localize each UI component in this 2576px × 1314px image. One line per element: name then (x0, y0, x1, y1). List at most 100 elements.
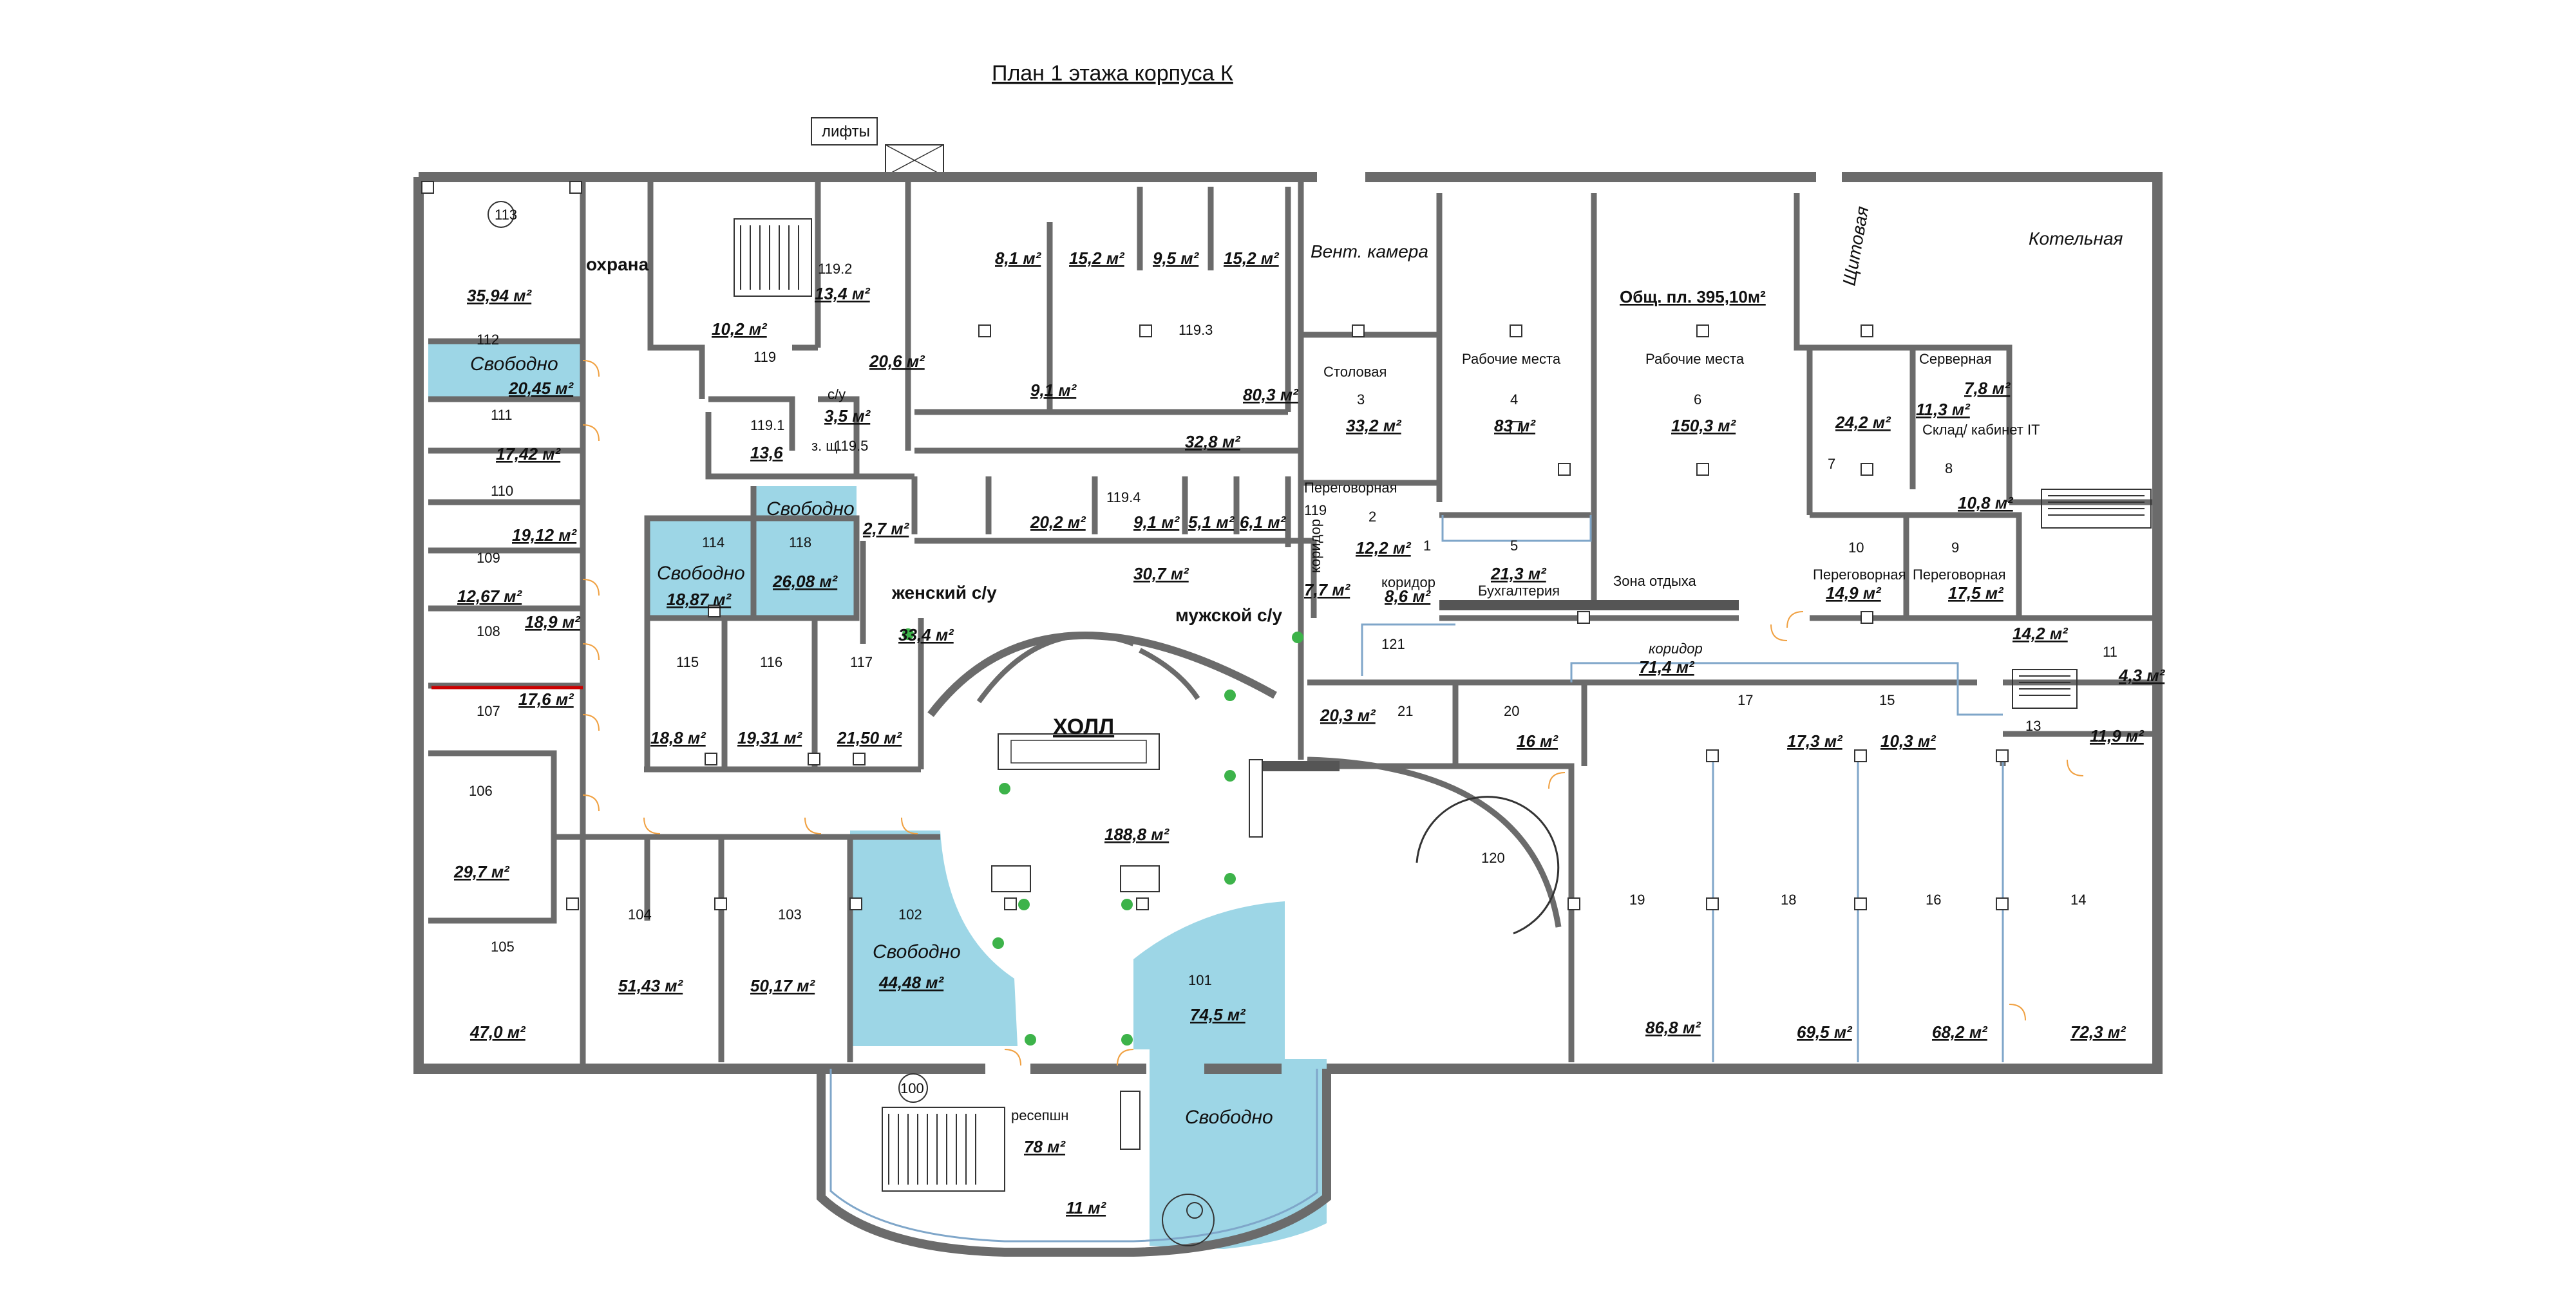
room-guard-label: охрана (586, 254, 649, 274)
room-3-num: 3 (1357, 391, 1365, 408)
svg-text:Свободно: Свободно (657, 563, 745, 584)
svg-text:Свободно: Свободно (766, 498, 855, 520)
room-10-num: 10 (1848, 540, 1864, 556)
svg-text:44,48 м²: 44,48 м² (878, 973, 945, 992)
hall-features (927, 631, 1560, 1150)
room-15-2b-area: 15,2 м² (1224, 249, 1280, 268)
room-13-num: 13 (2025, 718, 2041, 734)
room-106: 106 29,7 м² (453, 783, 510, 881)
svg-text:47,0 м²: 47,0 м² (469, 1022, 526, 1042)
canteen-label: Столовая (1323, 364, 1387, 380)
room-119-3-area: 80,3 м² (1243, 385, 1299, 404)
hall-area: 188,8 м² (1104, 825, 1170, 844)
room-20-2-area: 20,2 м² (1030, 512, 1086, 532)
svg-text:Свободно: Свободно (873, 941, 961, 962)
wc-small-area: 3,5 м² (824, 406, 871, 426)
entrance-glass (829, 1069, 1318, 1243)
svg-text:21,50 м²: 21,50 м² (837, 728, 903, 747)
room-4-area: 83 м² (1494, 416, 1536, 435)
room-102: 102 Свободно 44,48 м² (873, 906, 961, 992)
server-label: Серверная (1919, 351, 1992, 367)
storage-it-label: Склад/ кабинет IT (1922, 422, 2040, 438)
room-5-num: 5 (1510, 538, 1518, 554)
room-119-num: 119 (753, 349, 776, 365)
room-121-num: 121 (1381, 636, 1405, 652)
svg-text:113: 113 (495, 207, 517, 223)
heavy-walls (1262, 600, 1739, 771)
room-15-2a-area: 15,2 м² (1069, 249, 1125, 268)
room-119-1-area: 13,6 (750, 443, 783, 462)
svg-text:112: 112 (477, 332, 499, 348)
room-119-area: 10,2 м² (712, 319, 768, 339)
ceiling-fixtures (421, 181, 2009, 910)
room-labels: 113 35,94 м² охрана 112 Свободно 20,45 м… (453, 201, 2166, 1217)
room-2-area: 12,2 м² (1356, 538, 1412, 558)
room-114: 114 Свободно 18,87 м² (657, 534, 745, 609)
room-117: 117 21,50 м² (837, 654, 903, 747)
room-10-8-area: 10,8 м² (1958, 493, 2014, 512)
room-115: 115 18,8 м² (650, 654, 706, 747)
total-area: Общ. пл. 395,10м² (1620, 287, 1766, 306)
room-119-3-num: 119.3 (1179, 322, 1213, 338)
room-1-num: 1 (1423, 538, 1431, 554)
room-14-2-area: 14,2 м² (2012, 624, 2069, 643)
room-4-num: 4 (1510, 391, 1518, 408)
svg-text:Свободно: Свободно (1185, 1107, 1273, 1128)
room-119-5-label: з. щ. (811, 438, 842, 454)
room-119-1-num: 119.1 (750, 417, 784, 433)
meeting-9-label: Переговорная (1913, 567, 2006, 583)
room-2-num: 2 (1368, 509, 1376, 525)
svg-text:74,5 м²: 74,5 м² (1190, 1005, 1246, 1024)
room-107: 107 17,6 м² (477, 690, 574, 719)
vent-chamber-label: Вент. камера (1311, 241, 1428, 261)
room-101: 101 74,5 м² Свободно (1185, 972, 1273, 1128)
room-10-area: 14,9 м² (1826, 583, 1882, 603)
room-100-num: 100 (900, 1080, 924, 1096)
lifts-box (811, 117, 878, 145)
plants (902, 628, 1303, 1046)
room-14-num: 14 (2070, 892, 2086, 908)
corridor-71-label: коридор (1649, 641, 1703, 657)
svg-text:29,7 м²: 29,7 м² (453, 862, 510, 881)
room-6-1-area: 6,1 м² (1240, 512, 1287, 532)
room-7-num: 7 (1828, 456, 1835, 472)
corridor-86-label: коридор (1381, 574, 1435, 590)
room-9-num: 9 (1951, 540, 1959, 556)
free-area-114 (647, 518, 753, 618)
svg-text:50,17 м²: 50,17 м² (750, 976, 816, 995)
corridor-86-area: 8,6 м² (1385, 587, 1432, 606)
svg-text:109: 109 (477, 550, 500, 566)
room-7-area: 24,2 м² (1835, 413, 1891, 432)
room-2-7-area: 2,7 м² (862, 519, 910, 538)
svg-text:117: 117 (850, 654, 873, 670)
room-104: 104 51,43 м² (618, 906, 684, 995)
room-17-num: 17 (1738, 692, 1753, 708)
wc-male-area: 30,7 м² (1133, 564, 1189, 583)
svg-text:118: 118 (789, 534, 811, 550)
entrance-bay-wall (817, 1069, 1331, 1257)
interior-walls (428, 180, 2157, 1069)
glass-partitions (1361, 515, 2004, 1062)
room-11-num: 11 (2103, 644, 2117, 660)
server-area: 7,8 м² (1964, 379, 2011, 398)
room-118: 118 Свободно 26,08 м² (766, 498, 855, 591)
svg-text:101: 101 (1188, 972, 1212, 988)
room-9-area: 17,5 м² (1948, 583, 2004, 603)
svg-text:106: 106 (469, 783, 493, 799)
room-113: 113 35,94 м² (467, 201, 533, 305)
wc-female-area: 33,4 м² (898, 625, 954, 644)
room-112: 112 Свободно 20,45 м² (470, 332, 574, 398)
svg-text:104: 104 (628, 906, 652, 923)
room-105: 105 47,0 м² (469, 939, 526, 1042)
room-15-num: 15 (1879, 692, 1895, 708)
room-19-num: 19 (1629, 892, 1645, 908)
room-108: 108 18,9 м² (477, 612, 581, 639)
room-119-2-area: 13,4 м² (815, 284, 871, 303)
svg-text:19,12 м²: 19,12 м² (512, 525, 578, 545)
room-5-1-area: 5,1 м² (1188, 512, 1235, 532)
plan-title: План 1 этажа корпуса К (992, 61, 1233, 86)
svg-text:111: 111 (491, 407, 512, 423)
boiler-label: Котельная (2029, 229, 2123, 249)
room-8-1-area: 8,1 м² (995, 249, 1042, 268)
